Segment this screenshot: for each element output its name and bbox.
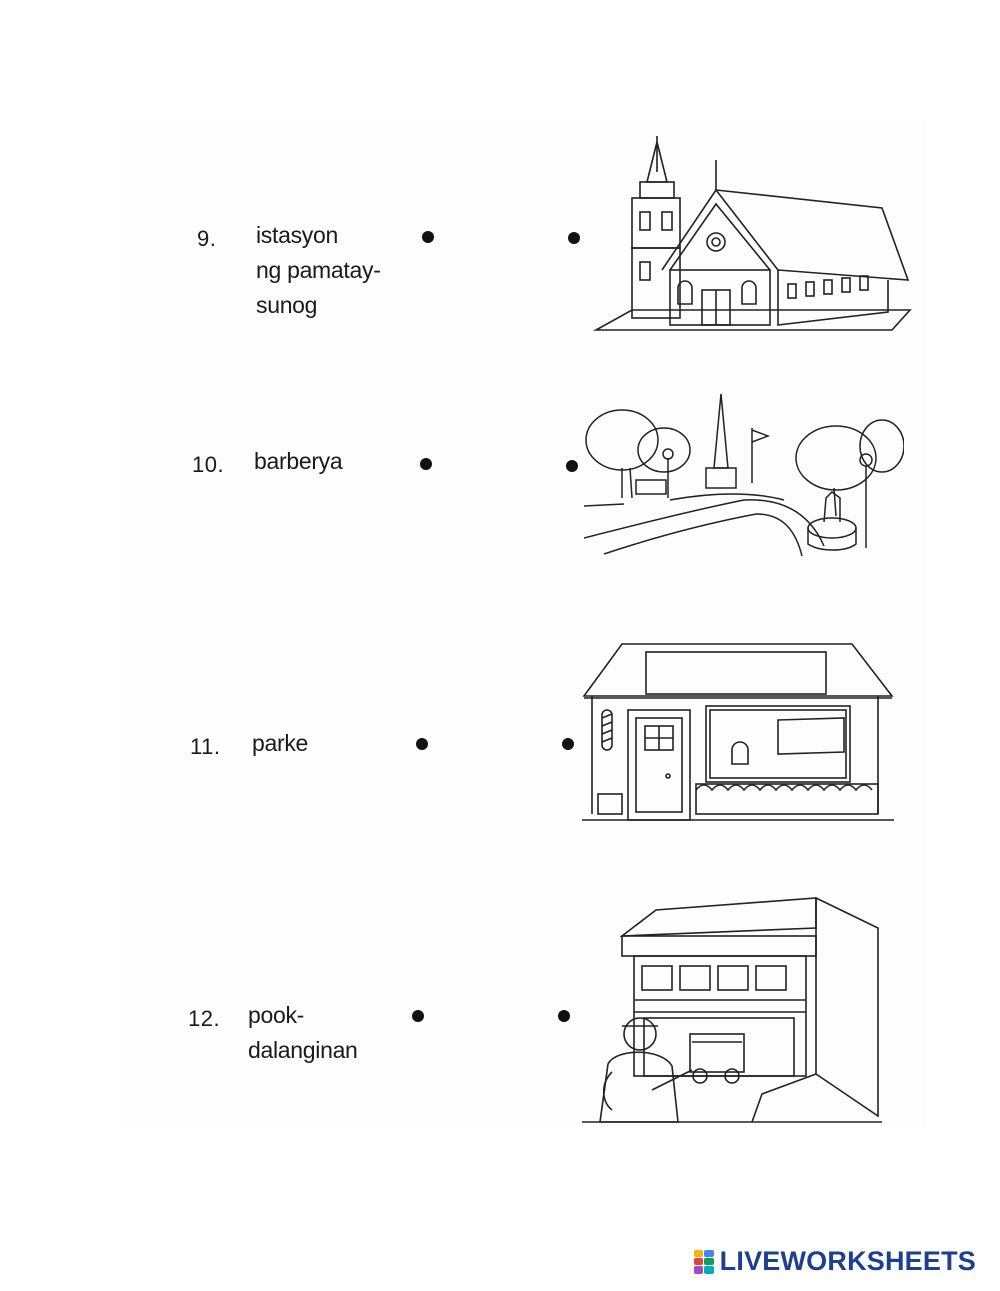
left-match-dot[interactable] [416, 738, 428, 750]
liveworksheets-logo-icon [693, 1249, 714, 1274]
item-word: istasyon ng pamatay- sunog [256, 218, 381, 323]
item-number: 11. [190, 734, 221, 759]
item-number: 10. [192, 452, 225, 477]
left-match-dot[interactable] [420, 458, 432, 470]
item-word: pook- dalanginan [248, 998, 358, 1068]
left-match-dot[interactable] [412, 1010, 424, 1022]
item-word-line: sunog [256, 292, 318, 318]
left-match-dot[interactable] [422, 231, 434, 243]
item-word: barberya [254, 444, 343, 479]
right-match-dot[interactable] [558, 1010, 570, 1022]
item-word-line: dalanginan [248, 1037, 358, 1063]
item-number: 12. [188, 1006, 221, 1031]
item-word-line: barberya [254, 448, 343, 474]
item-word-line: istasyon [256, 222, 338, 248]
barbershop-picture [582, 640, 894, 822]
brand-name[interactable]: LIVEWORKSHEETS [719, 1246, 976, 1276]
right-match-dot[interactable] [568, 232, 580, 244]
fire-station-picture [582, 894, 882, 1124]
item-word-line: ng pamatay- [256, 257, 381, 283]
item-word-line: pook- [248, 1002, 305, 1028]
item-word: parke [252, 726, 308, 761]
item-number: 9. [197, 226, 217, 251]
right-match-dot[interactable] [566, 460, 578, 472]
liveworksheets-footer: LIVEWORKSHEETS [693, 1246, 976, 1277]
item-word-line: parke [252, 730, 309, 756]
church-picture [592, 132, 912, 332]
right-match-dot[interactable] [562, 738, 574, 750]
worksheet: 9. istasyon ng pamatay- sunog [118, 118, 926, 1130]
park-picture [584, 388, 904, 558]
